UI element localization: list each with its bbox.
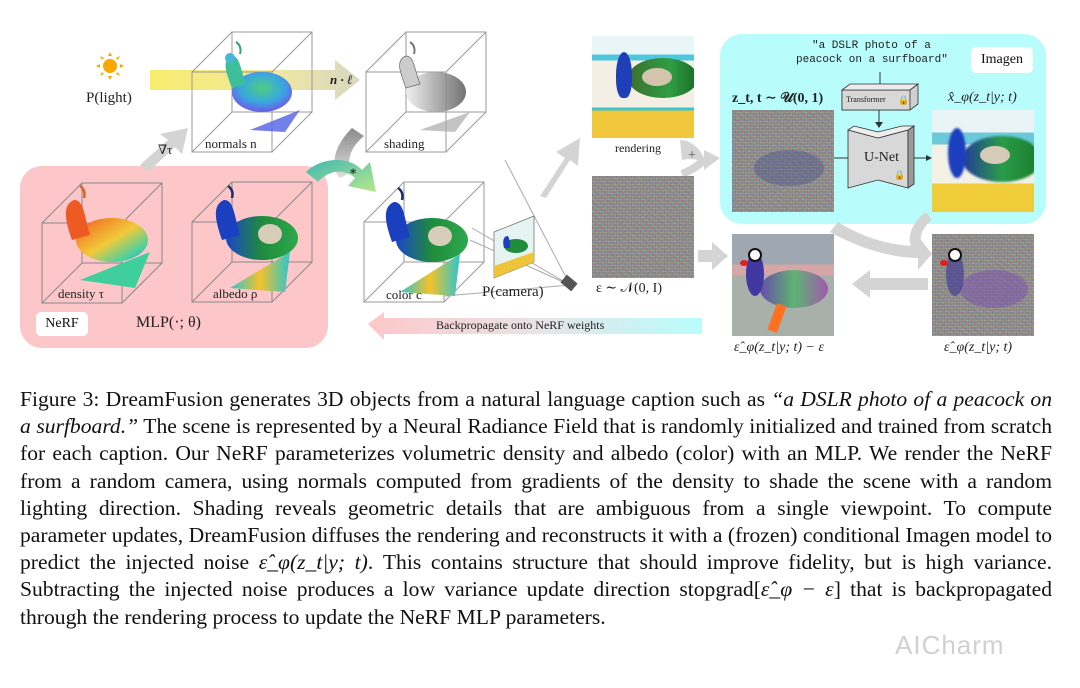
eps-hat-image: [932, 234, 1034, 336]
zt-to-epshat-arrow: [830, 222, 932, 270]
camera-image-plane: [493, 215, 535, 279]
normals-peacock: [225, 41, 300, 132]
backprop-label: Backpropagate onto NeRF weights: [436, 318, 605, 332]
render-arrow: [540, 138, 580, 198]
density-cube: [41, 182, 163, 304]
figure-graphics: [41, 31, 932, 340]
lock-icon: 🔒: [894, 170, 906, 180]
albedo-to-color-arrow: [306, 160, 376, 192]
noise-image: [592, 176, 694, 278]
unet-block: [847, 125, 916, 189]
color-peacock: [385, 186, 468, 296]
shading-cube: [365, 31, 487, 153]
camera-label: P(camera): [482, 284, 544, 300]
caption-quote: “a DSLR photo of a peacock on a surfboar…: [20, 387, 1052, 439]
noise-to-diff-arrow: [698, 242, 728, 270]
noise-label: ε ∼ 𝒩(0, I): [596, 281, 663, 296]
albedo-peacock: [215, 184, 298, 292]
zt-label: z_t, t ∼ 𝒰(0, 1): [732, 91, 824, 106]
light-label: P(light): [86, 90, 132, 106]
caption-prefix: Figure 3: DreamFusion generates 3D objec…: [20, 387, 772, 411]
shading-label: shading: [384, 136, 425, 151]
mlp-label: MLP(·; θ): [136, 314, 201, 331]
noisy-zt-image: [732, 110, 834, 212]
eps-hat-label: ε̂_φ(z_t|y; t): [944, 340, 1013, 355]
gradient-arrow: [140, 128, 188, 172]
lock-icon: 🔒: [898, 95, 910, 105]
rendering-label: rendering: [615, 141, 661, 155]
imagen-tag: Imagen: [971, 47, 1033, 73]
eps-diff-image: [732, 234, 834, 336]
dreamfusion-figure: P(light) normals n n · ℓ ∇τ shading ∗ de…: [20, 31, 1046, 355]
sun-icon: [96, 52, 124, 80]
epshat-to-diff-arrow: [852, 270, 928, 298]
caption-body-1: The scene is represented by a Neural Rad…: [20, 414, 1053, 575]
caption-math-2: ε̂_φ − ε: [760, 577, 834, 602]
shading-peacock: [399, 41, 470, 132]
transformer-label: Transformer: [846, 95, 886, 104]
backprop-arrow: [368, 312, 702, 340]
color-label: color c: [386, 287, 422, 302]
camera-icon: [560, 274, 578, 292]
caption-math-1: ε̂_φ(z_t|y; t): [258, 550, 368, 575]
caption-body-3: ] that is backpropagated through the ren…: [20, 577, 1052, 629]
density-label: density τ: [58, 286, 105, 301]
eps-diff-label: ε̂_φ(z_t|y; t) − ε: [734, 340, 825, 355]
nerf-tag: NeRF: [36, 312, 88, 336]
denoised-xhat-image: [932, 110, 1034, 212]
xhat-label: x̂_φ(z_t|y; t): [948, 90, 1017, 105]
density-peacock: [65, 184, 150, 288]
unet-label: U-Net: [864, 150, 899, 165]
transformer-block: [840, 83, 920, 111]
multiply-symbol: ∗: [349, 164, 358, 178]
prompt-line-1: "a DSLR photo of a: [812, 40, 931, 52]
plus-symbol: +: [688, 148, 696, 163]
albedo-label: albedo ρ: [213, 286, 258, 301]
prompt-line-2: peacock on a surfboard": [796, 54, 948, 66]
rendering-image: [592, 36, 694, 138]
gradient-label: ∇τ: [158, 142, 173, 157]
add-noise-arrow: [680, 140, 720, 170]
caption-body-2: . This contains structure that should im…: [20, 550, 1052, 602]
normals-label: normals n: [205, 136, 257, 151]
dot-product-label: n · ℓ: [330, 72, 353, 87]
watermark: AICharm: [895, 630, 1005, 660]
figure-caption: Figure 3: DreamFusion generates 3D objec…: [20, 386, 1052, 631]
